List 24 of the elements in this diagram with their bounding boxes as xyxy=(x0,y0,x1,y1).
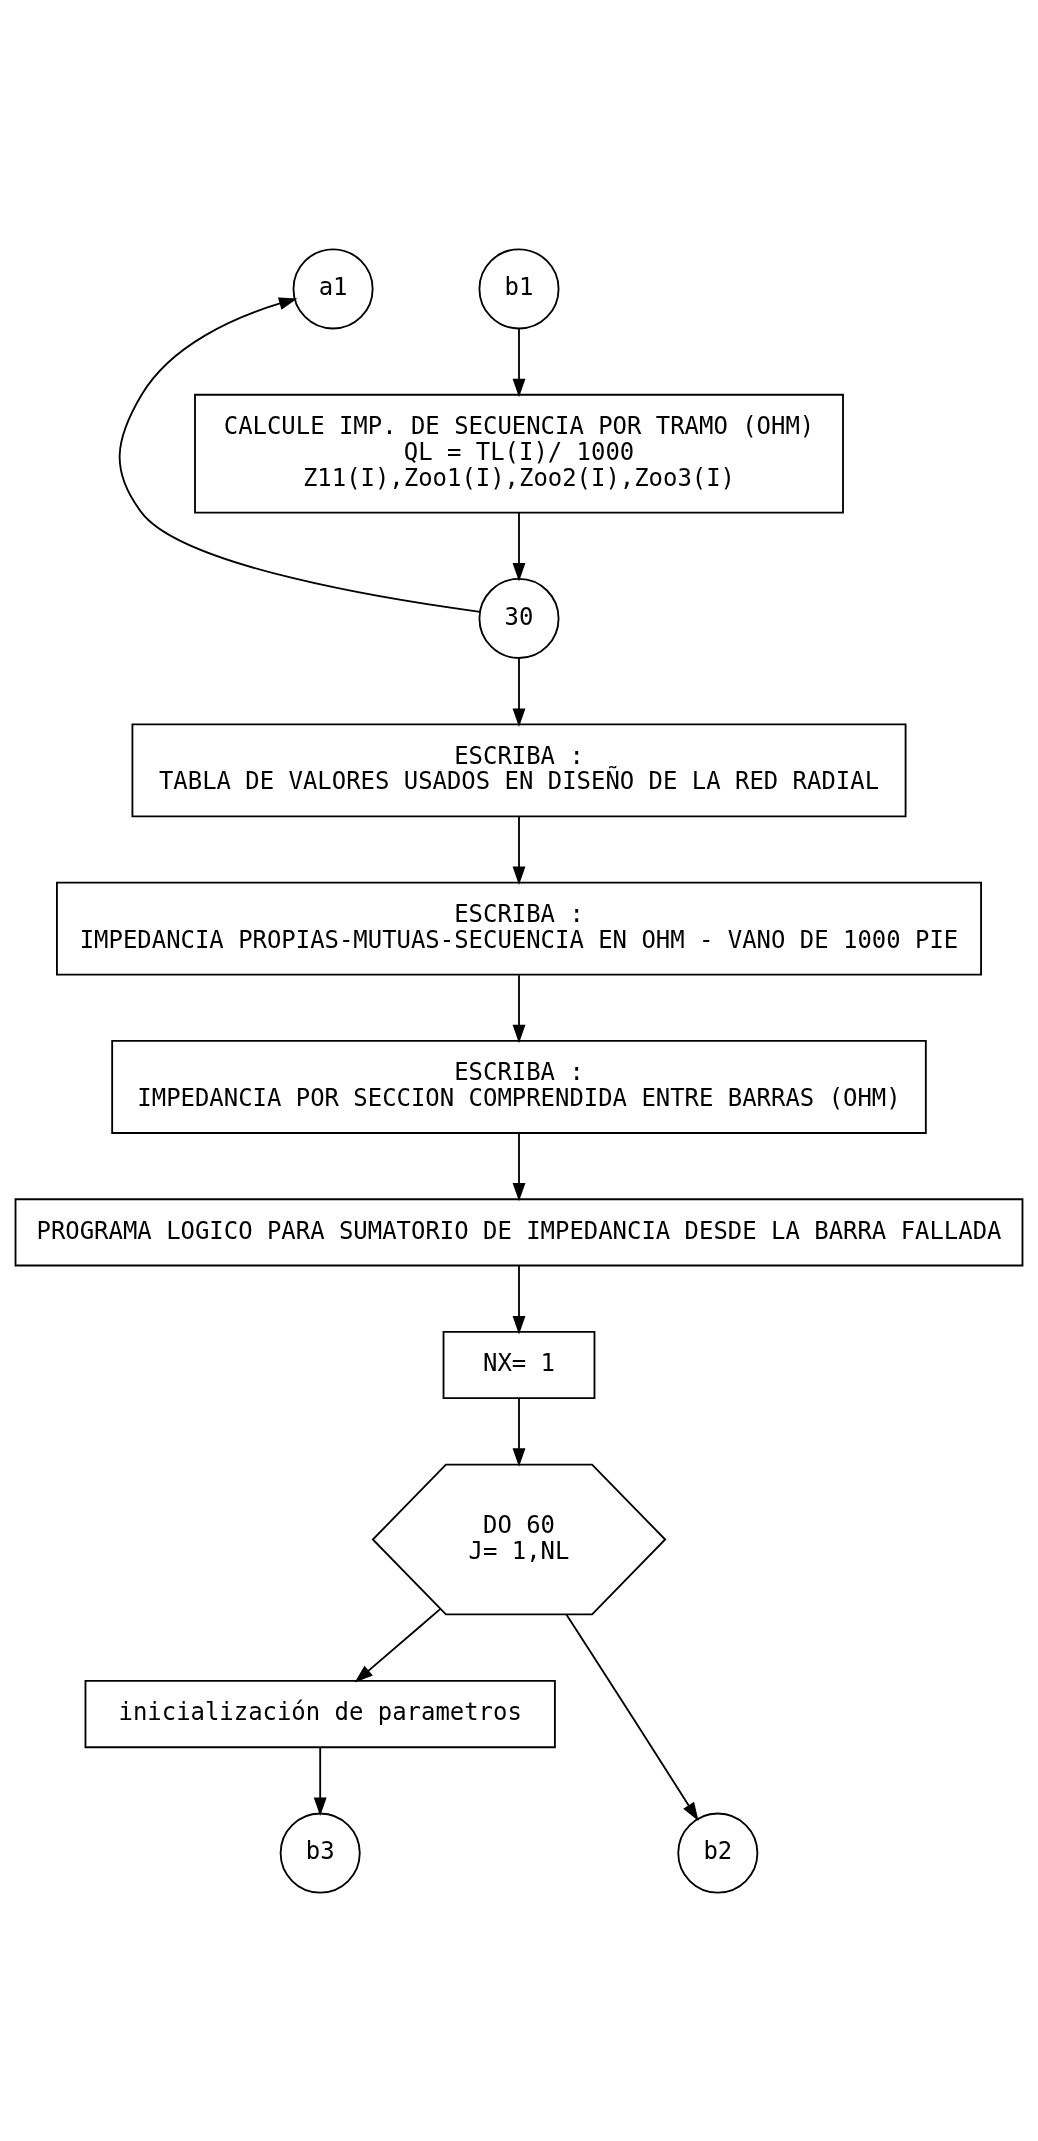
node-box: CALCULE IMP. DE SECUENCIA POR TRAMO (OHM) QL = TL(I)/ 1000 Z11(I),Zoo1(I),Zoo2(I),Zoo3(I) xyxy=(194,393,844,514)
arrow xyxy=(512,1132,526,1201)
arrow xyxy=(512,815,526,885)
node-box: ESCRIBA : TABLA DE VALORES USADOS EN DISEÑO DE LA RED RADIAL xyxy=(131,722,907,817)
arrow xyxy=(512,973,526,1043)
arrow xyxy=(565,1613,699,1821)
node-box: NX= 1 xyxy=(442,1330,596,1399)
node-circle: 30 xyxy=(478,577,560,659)
node-circle: b1 xyxy=(478,247,560,329)
arrow xyxy=(354,1607,442,1683)
arrow xyxy=(512,327,526,397)
arrow xyxy=(512,1264,526,1334)
arrow xyxy=(118,296,481,613)
node-box: ESCRIBA : IMPEDANCIA POR SECCION COMPRENDIDA ENTRE BARRAS (OHM) xyxy=(111,1039,927,1134)
node-circle: a1 xyxy=(292,247,374,329)
node-box: ESCRIBA : IMPEDANCIA PROPIAS-MUTUAS-SECUENCIA EN OHM - VANO DE 1000 PIE xyxy=(56,881,982,976)
arrow xyxy=(313,1745,327,1816)
arrow xyxy=(512,1396,526,1467)
node-circle: b2 xyxy=(677,1812,759,1894)
arrow xyxy=(512,511,526,581)
node-box: inicialización de parametros xyxy=(84,1679,556,1748)
node-box: PROGRAMA LOGICO PARA SUMATORIO DE IMPEDANCIA DESDE LA BARRA FALLADA xyxy=(14,1197,1024,1266)
node-circle: b3 xyxy=(279,1812,361,1894)
arrow xyxy=(512,657,526,727)
